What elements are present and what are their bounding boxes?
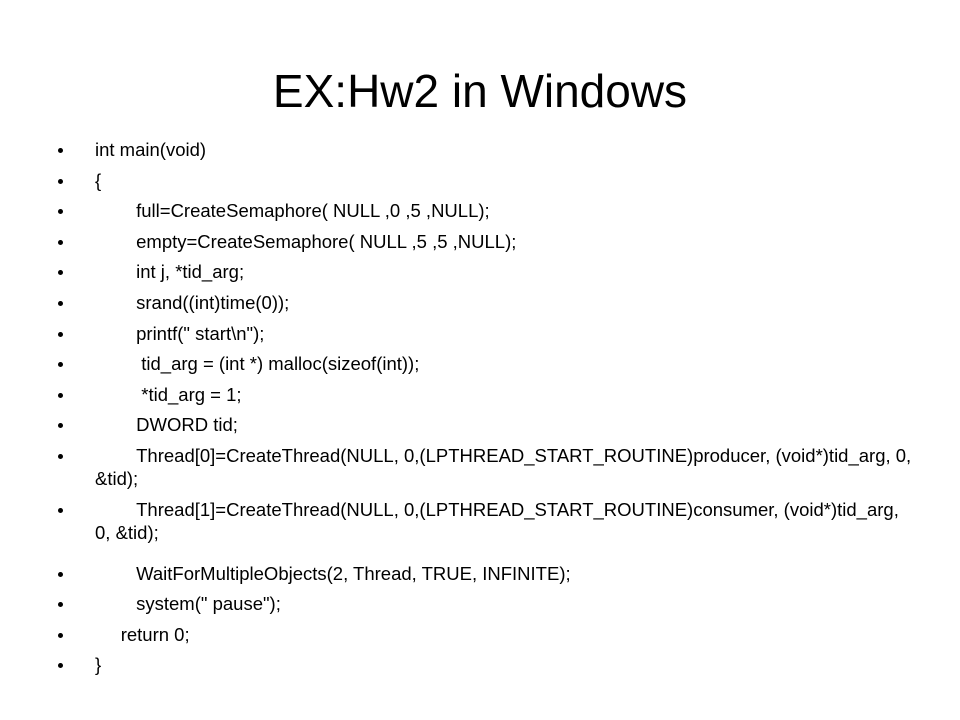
code-line: system(" pause");	[95, 593, 281, 615]
code-line: return 0;	[95, 623, 190, 645]
bullet-line-7: printf(" start\n");	[58, 322, 918, 345]
bullet-line-11: Thread[0]=CreateThread(NULL, 0,(LPTHREAD…	[58, 444, 918, 490]
bullet-dot-icon	[58, 453, 63, 459]
bullet-line-2: {	[58, 169, 918, 192]
bullet-line-4: empty=CreateSemaphore( NULL ,5 ,5 ,NULL)…	[58, 230, 918, 253]
code-line: *tid_arg = 1;	[95, 383, 242, 405]
bullet-dot-icon	[58, 507, 63, 513]
bullet-dot-icon	[58, 362, 63, 368]
code-line: full=CreateSemaphore( NULL ,0 ,5 ,NULL);	[95, 200, 490, 222]
bullet-line-8: tid_arg = (int *) malloc(sizeof(int));	[58, 352, 918, 375]
code-line: {	[95, 169, 102, 191]
bullet-line-15: return 0;	[58, 623, 918, 646]
bullet-line-1: int main(void)	[58, 138, 918, 161]
bullet-dot-icon	[58, 392, 63, 398]
bullet-line-6: srand((int)time(0));	[58, 291, 918, 314]
bullet-line-13: WaitForMultipleObjects(2, Thread, TRUE, …	[58, 562, 918, 585]
slide-title: EX:Hw2 in Windows	[272, 65, 688, 117]
bullet-line-10: DWORD tid;	[58, 413, 918, 436]
bullet-dot-icon	[58, 239, 63, 245]
bullet-line-12: Thread[1]=CreateThread(NULL, 0,(LPTHREAD…	[58, 498, 918, 544]
bullet-line-14: system(" pause");	[58, 592, 918, 615]
bullet-dot-icon	[58, 331, 63, 337]
bullet-line-9: *tid_arg = 1;	[58, 383, 918, 406]
bullet-dot-icon	[58, 632, 63, 638]
bullet-dot-icon	[58, 300, 63, 306]
code-line: srand((int)time(0));	[95, 291, 290, 313]
code-line: int main(void)	[95, 139, 207, 160]
code-line: Thread[0]=CreateThread(NULL, 0,(LPTHREAD…	[95, 444, 917, 489]
code-line: WaitForMultipleObjects(2, Thread, TRUE, …	[95, 562, 571, 584]
bullet-dot-icon	[58, 148, 63, 153]
bullet-dot-icon	[58, 423, 63, 429]
bullet-line-5: int j, *tid_arg;	[58, 260, 918, 283]
code-line: DWORD tid;	[95, 414, 238, 436]
bullet-dot-icon	[58, 209, 63, 215]
code-line: tid_arg = (int *) malloc(sizeof(int));	[95, 353, 420, 375]
code-bullet-list: int main(void) { full=CreateSemaphore( N…	[58, 138, 918, 684]
code-line: int j, *tid_arg;	[95, 261, 245, 283]
code-line: empty=CreateSemaphore( NULL ,5 ,5 ,NULL)…	[95, 230, 517, 252]
bullet-line-3: full=CreateSemaphore( NULL ,0 ,5 ,NULL);	[58, 199, 918, 222]
bullet-dot-icon	[58, 178, 63, 184]
bullet-line-16: }	[58, 653, 918, 676]
code-line: Thread[1]=CreateThread(NULL, 0,(LPTHREAD…	[95, 498, 904, 543]
bullet-dot-icon	[58, 270, 63, 276]
bullet-dot-icon	[58, 571, 63, 577]
code-line: }	[95, 654, 102, 676]
bullet-dot-icon	[58, 663, 63, 669]
bullet-dot-icon	[58, 602, 63, 608]
code-line: printf(" start\n");	[95, 322, 265, 344]
